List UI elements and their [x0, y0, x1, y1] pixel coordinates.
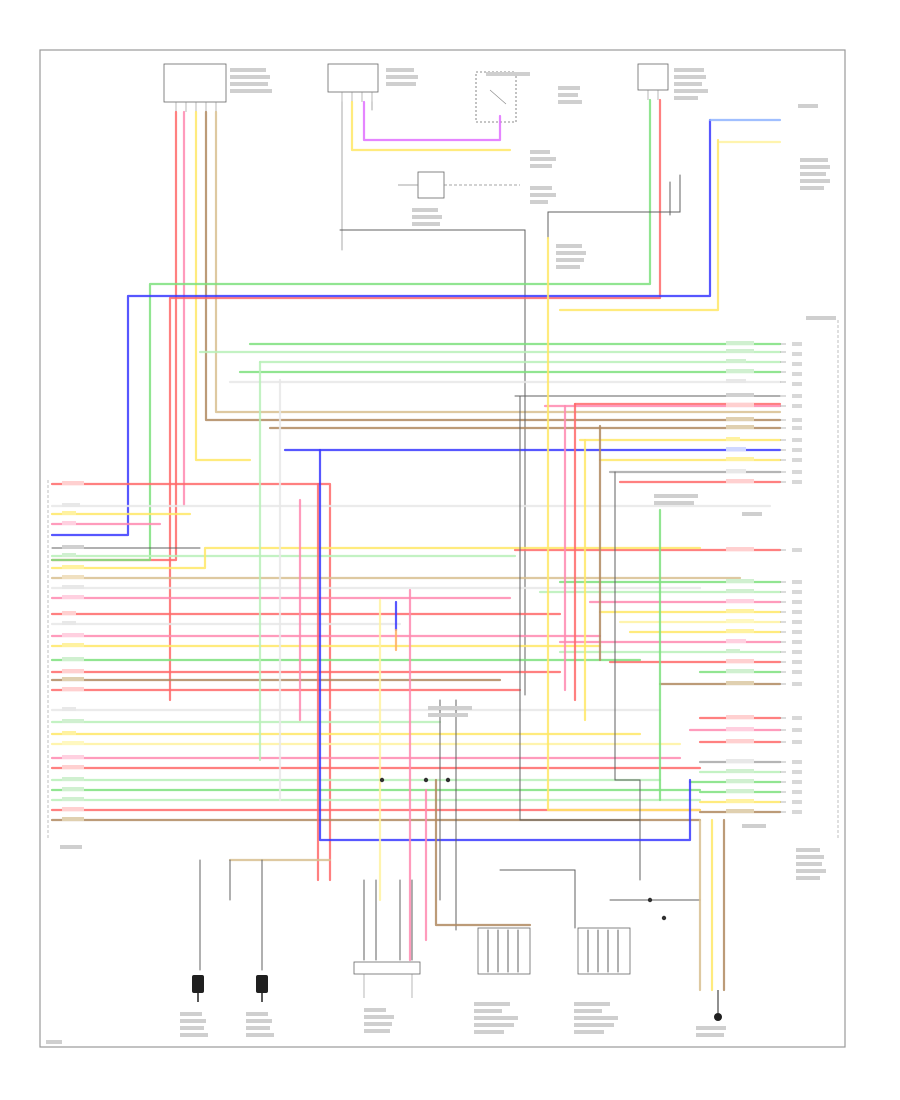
sensor-2	[256, 859, 268, 1002]
connector-lower-1	[477, 927, 531, 975]
valve-connector	[353, 879, 421, 998]
ecm-pin-label-blocks	[792, 342, 802, 814]
top-component-3	[475, 71, 517, 123]
sensor-right-bottom	[698, 818, 726, 1021]
diagram-frame	[39, 49, 846, 1048]
wires-top-mid	[339, 100, 526, 696]
lower-ground-wire	[499, 869, 576, 929]
center-relay	[398, 171, 520, 199]
top-component-2	[327, 63, 379, 102]
connector-lower-2	[577, 927, 631, 975]
wires-vertical-center	[258, 236, 702, 962]
wires-top-left	[50, 110, 782, 562]
illegible-label-blocks	[46, 68, 836, 1044]
wires-top-right	[50, 98, 782, 702]
sensor-1	[192, 858, 332, 1002]
wires-ecm-upper	[198, 342, 782, 484]
splice-points	[379, 777, 667, 921]
left-wire-marks	[62, 481, 84, 821]
top-component-1	[163, 63, 227, 112]
ecm-pin-ticks	[780, 343, 786, 813]
right-wire-marks	[726, 341, 754, 813]
wires-left-connector	[50, 482, 772, 882]
top-component-4	[637, 63, 669, 100]
